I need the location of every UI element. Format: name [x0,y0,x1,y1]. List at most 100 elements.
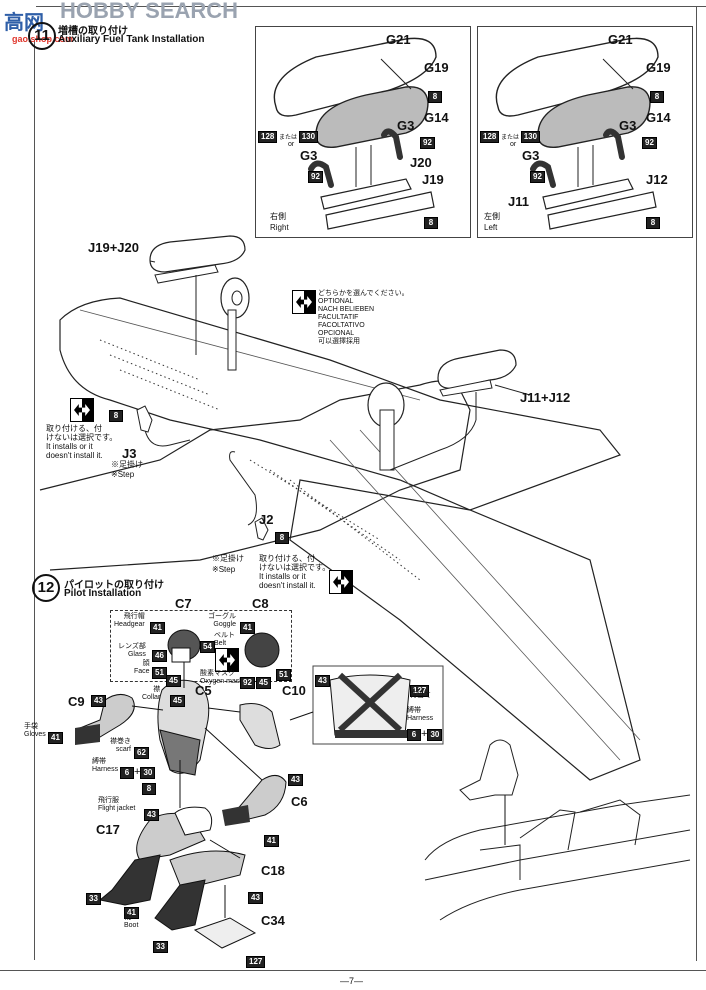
paint-code-c34: 127 [246,951,266,969]
paint-code-harness: 6+30 [120,762,156,780]
part-label-g21-left: G21 [608,32,633,47]
step-12-number: 12 [32,574,60,602]
optional-legend: どちらかを選んでください。 OPTIONAL NACH BELIEBEN FAC… [318,290,409,345]
part-label-j2: J2 [259,512,274,527]
part-label-g21-right: G21 [386,32,411,47]
paint-code-scarf: 62 [134,742,149,760]
j3-step-note-jp: ※足掛け [111,460,143,469]
step-12-title-en: Pilot Installation [64,588,142,599]
paint-code-c18: 43 [248,887,263,905]
j3-step-note-en: ※Step [111,470,135,479]
paint-code-g3b-left: 92 [530,166,545,184]
part-label-c5: C5 [195,683,212,698]
watermark-brand: HOBBY SEARCH [60,0,239,23]
paint-code-j2: 8 [275,527,289,545]
or-label-right: or [288,141,295,148]
back-pad-label: 背当て [410,692,431,699]
paint-code-back-jacket: 43 [315,670,330,688]
callout-j11-j12: J11+J12 [520,390,571,405]
paint-code-mask-2: 45 [256,672,271,690]
callout-j19-j20: J19+J20 [88,240,139,255]
paint-codes-main-right: 128 または 130 [258,131,319,143]
paint-code-face: 51 [152,662,167,680]
paint-code-c9: 43 [91,690,106,708]
paint-code-g19-right: 8 [428,86,442,104]
paint-code-g3a-left: 92 [642,132,657,150]
paint-code-body: 8 [142,778,156,796]
part-label-c18: C18 [261,863,285,878]
paint-code-glass: 46 [152,645,167,663]
step-12-title-jp: パイロットの取り付け [64,580,164,591]
paint-code-g3a-right: 92 [420,132,435,150]
left-tank-detail-panel [477,26,693,238]
right-tank-detail-panel [255,26,471,238]
side-label-left-en: Left [484,223,498,232]
part-label-j19: J19 [422,172,444,187]
optional-icon-j3 [70,398,94,422]
j3-option-note: 取り付ける、付 けないは選択です。 It installs or it does… [46,424,118,460]
paint-code-j12: 8 [646,212,660,230]
left-tank-drawing [495,37,659,230]
step-11-title-jp: 増槽の取り付け [58,26,128,37]
part-label-c9: C9 [68,694,85,709]
part-label-g3b-left: G3 [522,148,540,163]
step-11-title-en: Auxiliary Fuel Tank Installation [58,34,205,45]
paint-code-c17-boot: 33 [86,888,101,906]
part-label-g14-right: G14 [424,110,449,125]
paint-code-jacket: 43 [144,804,159,822]
paint-code-c18-boot: 33 [153,936,168,954]
side-label-left-jp: 左側 [484,212,500,221]
right-rule [696,6,697,961]
left-rule [34,40,35,960]
part-label-g14-left: G14 [646,110,671,125]
part-label-g3a-right: G3 [397,118,415,133]
part-label-j3: J3 [122,446,137,461]
paint-code-c8-face: 51 [276,664,291,682]
part-label-c10: C10 [282,683,306,698]
part-label-c17: C17 [96,822,120,837]
paint-codes-main-left: 128 または 130 [480,131,541,143]
part-label-g3a-left: G3 [619,118,637,133]
step-11-number: 11 [28,22,56,50]
side-label-right-jp: 右側 [270,212,286,221]
paint-code-c6: 43 [288,769,303,787]
paint-code-g19-left: 8 [650,86,664,104]
optional-icon-mask [215,648,239,672]
paint-code-belt: 54 [200,636,215,654]
part-label-c7: C7 [175,596,192,611]
part-label-g19-right: G19 [424,60,449,75]
paint-code-goggle: 41 [240,617,255,635]
paint-code-boot: 41 [124,902,139,920]
paint-code-back-harness: 6+30 [407,724,443,742]
paint-code-mask: 92 [240,672,255,690]
part-label-g3b-right: G3 [300,148,318,163]
top-rule [36,6,706,7]
part-label-c34: C34 [261,913,285,928]
bottom-rule [0,970,706,971]
paint-code-gloves: 41 [48,727,63,745]
right-tank-drawing [273,37,437,230]
j2-option-note: 取り付ける、付 けないは選択です。 It installs or it does… [259,554,331,590]
paint-code-face-2: 45 [166,670,181,688]
paint-code-collar: 45 [170,690,185,708]
page-number: —7— [340,976,364,986]
part-label-j20: J20 [410,155,432,170]
or-label-left: or [510,141,517,148]
paint-code-headgear: 41 [150,617,165,635]
j2-step-note-en: ※Step [212,565,236,574]
part-label-j11: J11 [508,194,529,209]
paint-code-c6-glove: 41 [264,830,279,848]
optional-icon [292,290,316,314]
